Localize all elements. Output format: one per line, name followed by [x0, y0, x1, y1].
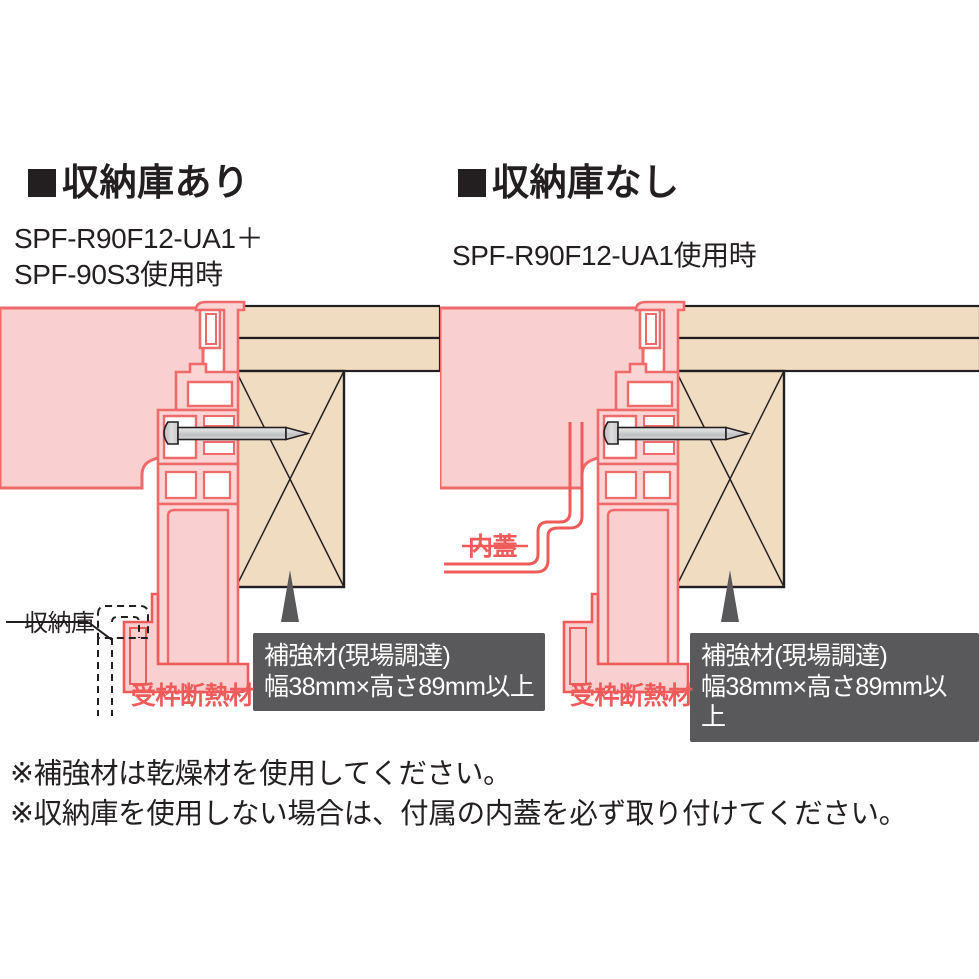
section-subheading-left: SPF-R90F12-UA1＋ SPF-90S3使用時	[14, 223, 264, 290]
frame-profile-head	[634, 300, 686, 394]
footnotes: ※補強材は乾燥材を使用してください。 ※収納庫を使用しない場合は、付属の内蓋を必…	[10, 758, 907, 831]
callout-reinforcement-left: 補強材(現場調達) 幅38mm×高さ89mm以上	[253, 633, 546, 711]
frame-insulation-block-left	[122, 592, 250, 694]
label-frame-insulation-left: 受枠断熱材	[131, 682, 254, 710]
bullet-square-icon	[28, 168, 56, 197]
cross-section-diagram-left	[0, 292, 440, 732]
section-heading-left: 収納庫あり	[28, 164, 250, 201]
section-heading-right-label: 収納庫なし	[492, 162, 680, 203]
section-subheading-right: SPF-R90F12-UA1使用時	[452, 240, 757, 271]
callout-leader-reinforcement-right	[721, 570, 739, 622]
wood-reinforcement-member	[674, 369, 786, 589]
fastener-nail-right	[603, 421, 752, 445]
callout-leader-storage-left	[6, 621, 113, 641]
label-storage-box: 収納庫	[24, 610, 95, 637]
inner-lid-profile	[444, 422, 584, 574]
section-heading-left-label: 収納庫あり	[62, 162, 250, 203]
frame-profile-head	[194, 300, 246, 394]
bullet-square-icon	[458, 168, 486, 197]
frame-insulation-block-right	[562, 592, 690, 694]
label-inner-lid: 内蓋	[468, 533, 518, 561]
storage-box-dashed-outline	[97, 605, 149, 716]
callout-reinforcement-right: 補強材(現場調達) 幅38mm×高さ89mm以上	[690, 633, 979, 742]
section-heading-right: 収納庫なし	[458, 164, 680, 201]
label-frame-insulation-right: 受枠断熱材	[570, 682, 693, 710]
wood-ceiling-board	[674, 304, 979, 373]
wood-ceiling-board	[234, 304, 440, 373]
cross-section-diagram-right	[440, 292, 979, 732]
frame-profile-sash	[596, 362, 680, 666]
callout-leader-reinforcement-left	[281, 570, 299, 622]
wood-reinforcement-member	[234, 369, 346, 589]
frame-profile-sash	[156, 362, 240, 666]
fastener-nail-left	[163, 421, 312, 445]
